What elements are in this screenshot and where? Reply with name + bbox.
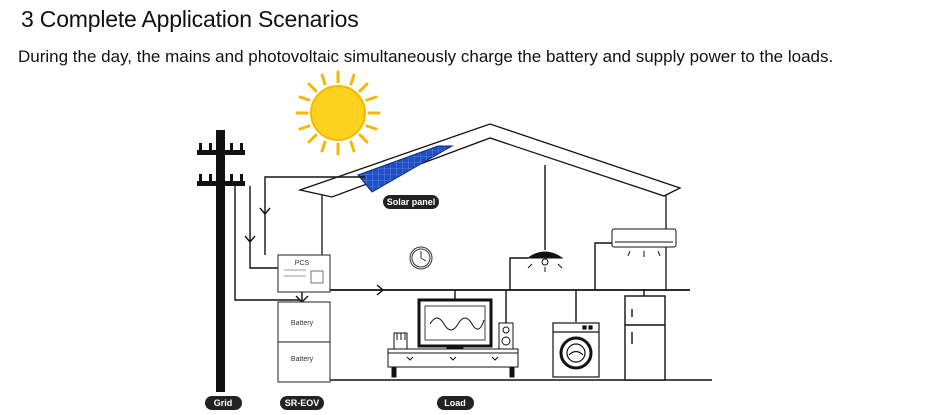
sr-eov-label: SR-EOV xyxy=(280,396,324,410)
utility-pole-icon xyxy=(197,130,245,392)
power-wiring xyxy=(234,165,712,381)
ceiling-lamp-icon xyxy=(526,251,564,272)
svg-text:Load: Load xyxy=(444,398,466,408)
svg-text:PCS: PCS xyxy=(295,260,310,267)
svg-text:Solar panel: Solar panel xyxy=(387,197,436,207)
grid-label: Grid xyxy=(205,396,242,410)
house-outline xyxy=(297,123,682,290)
router-icon xyxy=(393,332,408,350)
solar-panel-label: Solar panel xyxy=(383,195,439,209)
page-subtitle: During the day, the mains and photovolta… xyxy=(18,47,834,66)
svg-text:Battery: Battery xyxy=(291,356,314,363)
clock-icon xyxy=(409,246,433,270)
page-title: 3 Complete Application Scenarios xyxy=(21,6,359,32)
air-conditioner-icon xyxy=(611,228,677,257)
svg-text:Grid: Grid xyxy=(214,398,233,408)
pcs-unit: PCS xyxy=(277,254,331,293)
solar-panel-icon xyxy=(357,145,454,193)
load-label: Load xyxy=(437,396,474,410)
sun-icon xyxy=(295,70,381,156)
flow-arrows xyxy=(244,207,384,296)
tv-icon xyxy=(417,298,493,350)
speaker-icon xyxy=(498,322,514,350)
svg-text:Battery: Battery xyxy=(291,320,314,327)
washing-machine-icon xyxy=(552,322,600,378)
svg-text:SR-EOV: SR-EOV xyxy=(285,398,320,408)
battery-unit-1: Battery xyxy=(277,301,331,343)
battery-unit-2: Battery xyxy=(277,341,331,383)
refrigerator-icon xyxy=(624,295,666,381)
tv-cabinet xyxy=(387,348,519,378)
